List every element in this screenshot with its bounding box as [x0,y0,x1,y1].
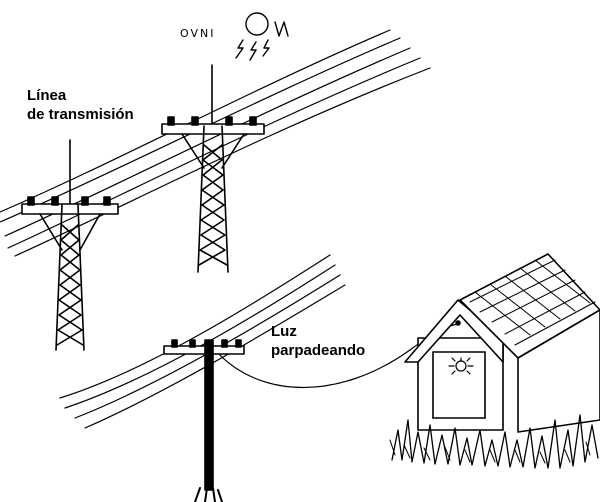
distribution-wires [59,254,459,429]
transmission-tower-left [21,139,119,351]
circle-ufo-icon [245,12,269,36]
light-bulb-icon [448,357,474,375]
blinking-light-label: Luz parpadeando [271,322,365,360]
transmission-tower-right [161,64,265,273]
transmission-wires [0,29,431,257]
transmission-line-label-line-1: Línea [27,87,67,104]
blinking-light-label-line-2: parpadeando [271,342,366,359]
transmission-line-label: Línea de transmisión [27,86,134,124]
ufo-label: OVNI [180,27,216,40]
lightning-spark-icon [235,21,289,61]
blinking-light-label-line-1: Luz [271,323,297,340]
transmission-line-label-line-2: de transmisión [27,106,134,123]
house [404,253,600,433]
distribution-pole [163,339,245,502]
grass [389,414,599,469]
